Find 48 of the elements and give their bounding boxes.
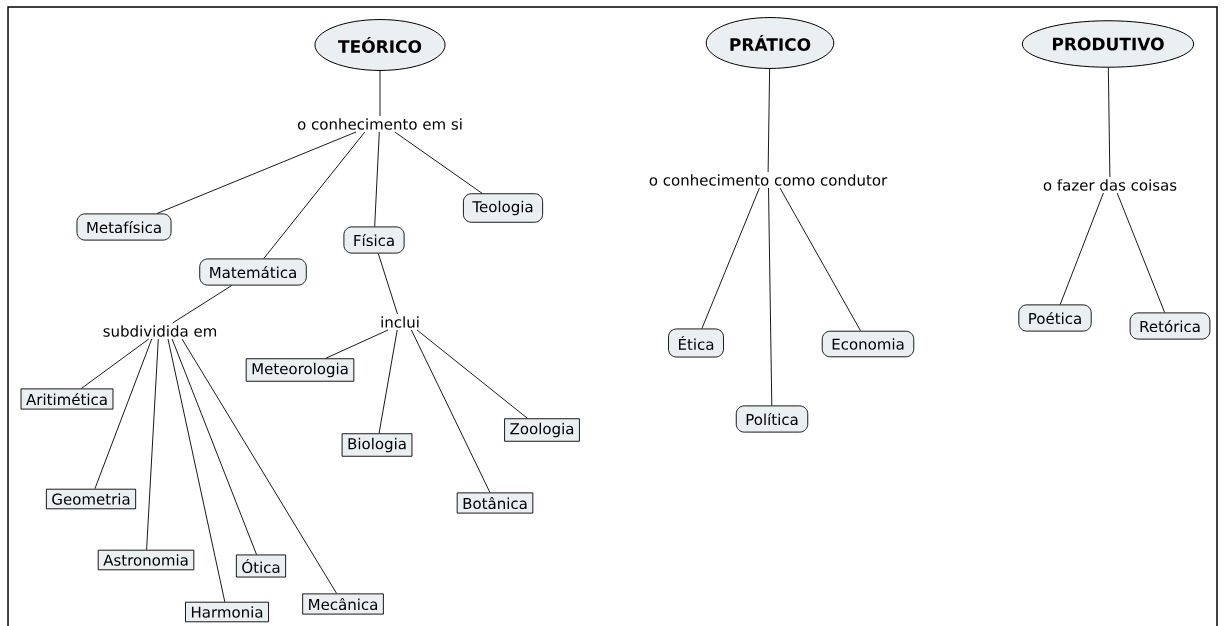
connector-line [80,338,150,389]
connector-line [171,338,257,555]
concept-box: Matemática [199,258,307,286]
connector-line [167,338,226,603]
concept-box: Poética [1018,304,1092,332]
linking-phrase: o fazer das coisas [1040,177,1180,193]
connector-line [378,329,398,434]
connector-line [377,253,398,315]
concept-box: Biologia [341,433,413,457]
concept-box: Ótica [235,554,287,578]
concept-box: Economia [821,330,915,358]
connector-line [394,131,483,194]
concept-box: Geometria [45,488,137,510]
concept-box: Meteorologia [245,358,355,382]
connector-line [410,329,491,493]
connector-line [325,329,389,359]
connector-line [779,187,861,332]
concept-box: Mecânica [302,593,384,615]
connector-line [1116,192,1166,313]
connector-line [263,131,366,259]
connector-line [181,338,338,594]
connector-line [156,131,357,214]
connector-line [146,338,159,551]
connector-line [1107,67,1111,178]
concept-box: Retórica [1129,312,1211,340]
connector-line [379,70,381,117]
linking-phrase: subdividida em [100,323,220,339]
connector-line [1059,192,1104,305]
connector-line [94,338,153,490]
concept-box: Botânica [456,492,534,514]
connector-line [768,187,773,406]
connector-line [767,68,771,173]
concept-box: Metafísica [76,213,172,241]
connector-line [701,187,760,329]
concept-box: Zoologia [504,418,580,442]
connector-line [416,329,528,419]
concept-box: Harmonia [185,601,269,623]
concept-box: Ética [668,328,724,358]
linking-phrase: o conhecimento como condutor [646,172,890,188]
linking-phrase: o conhecimento em si [295,116,465,132]
connector-line [374,131,380,227]
connector-line [172,285,233,324]
concept-box: Teologia [462,193,544,223]
linking-phrase: inclui [378,314,422,330]
concept-box: Astronomia [97,549,195,571]
concept-box: Aritimética [20,388,114,410]
concept-box: Política [735,405,809,433]
concept-box: Física [343,226,405,254]
